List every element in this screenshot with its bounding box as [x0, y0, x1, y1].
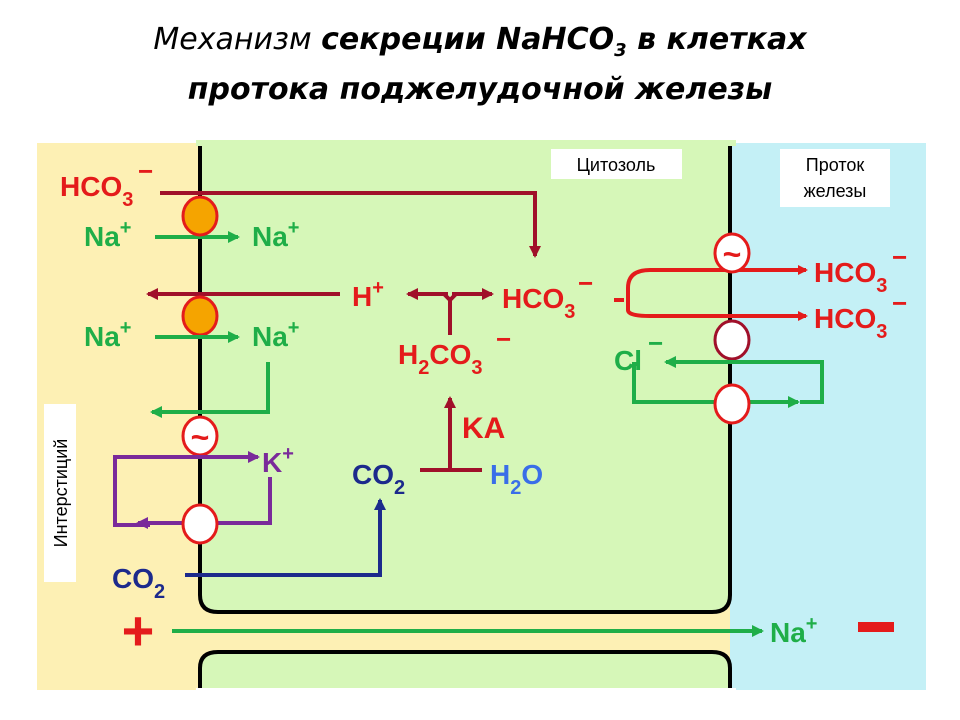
hco3-cytosol: HCO3 — [502, 283, 575, 323]
pump-tilde-left: ~ — [191, 419, 210, 455]
cl-hco3-exchanger — [713, 319, 751, 361]
cl-ion-charge: − — [648, 328, 663, 358]
h2co3: H2CO3 — [398, 339, 482, 379]
pump-tilde-right: ~ — [723, 236, 742, 272]
title-line-1: Механизм секреции NaHCO3 в клетках — [153, 22, 807, 61]
na-efflux-arrow — [150, 362, 270, 418]
hco3-cytosol-charge: − — [578, 268, 593, 298]
hco3-duct-1: HCO3 — [814, 257, 887, 297]
carbonic-anhydrase: KA — [462, 412, 505, 445]
cl-channel — [713, 383, 751, 425]
na-duct: Na+ — [770, 613, 817, 648]
hco3-duct-2: HCO3 — [814, 303, 887, 343]
hco3-duct-2-charge: − — [892, 288, 907, 318]
charge-minus — [858, 622, 894, 632]
duct-label-1: Проток — [806, 155, 865, 175]
title-line-2: протока поджелудочной железы — [187, 72, 773, 107]
na-left-2: Na+ — [84, 317, 131, 352]
cytosol-label: Цитозоль — [577, 155, 656, 175]
charge-plus: + — [122, 599, 155, 662]
cl-ion: Cl — [614, 345, 642, 376]
h2co3-charge: − — [496, 324, 511, 354]
apical-atpase — [713, 232, 751, 274]
co2-cytosol: CO2 — [352, 459, 405, 499]
k-channel — [181, 503, 219, 545]
hco3-interstitium-charge: − — [138, 156, 153, 186]
k-ion: K+ — [262, 443, 294, 478]
hco3-duct-1-charge: − — [892, 242, 907, 272]
duct-region — [730, 143, 926, 690]
h-ion: H+ — [352, 277, 384, 312]
hco3-uptake-arrow — [160, 191, 541, 258]
cytosol-label-box — [551, 149, 682, 179]
duct-label-box — [780, 149, 890, 207]
exchanger-na-h — [181, 295, 219, 337]
cl-uptake-arrow — [664, 356, 824, 404]
co2-interstitium: CO2 — [112, 563, 165, 603]
na-right-2: Na+ — [252, 317, 299, 352]
k-uptake-arrow — [113, 451, 260, 527]
co2-diffusion-arrow — [185, 498, 386, 577]
na-left-1: Na+ — [84, 217, 131, 252]
hco3-interstitium: HCO3 — [60, 171, 133, 211]
interstitium-label: Интерстиций — [51, 439, 71, 548]
carbonic-anhydrase-reaction — [420, 398, 482, 472]
h2o: H2O — [490, 459, 543, 499]
cell-upper — [198, 141, 732, 614]
duct-label-2: железы — [804, 181, 867, 201]
cell-lower — [198, 650, 732, 692]
na-right-1: Na+ — [252, 217, 299, 252]
interstitium-label-box — [44, 404, 76, 582]
cotransporter-1 — [181, 195, 219, 237]
hco3-secretion-brace — [614, 268, 800, 318]
